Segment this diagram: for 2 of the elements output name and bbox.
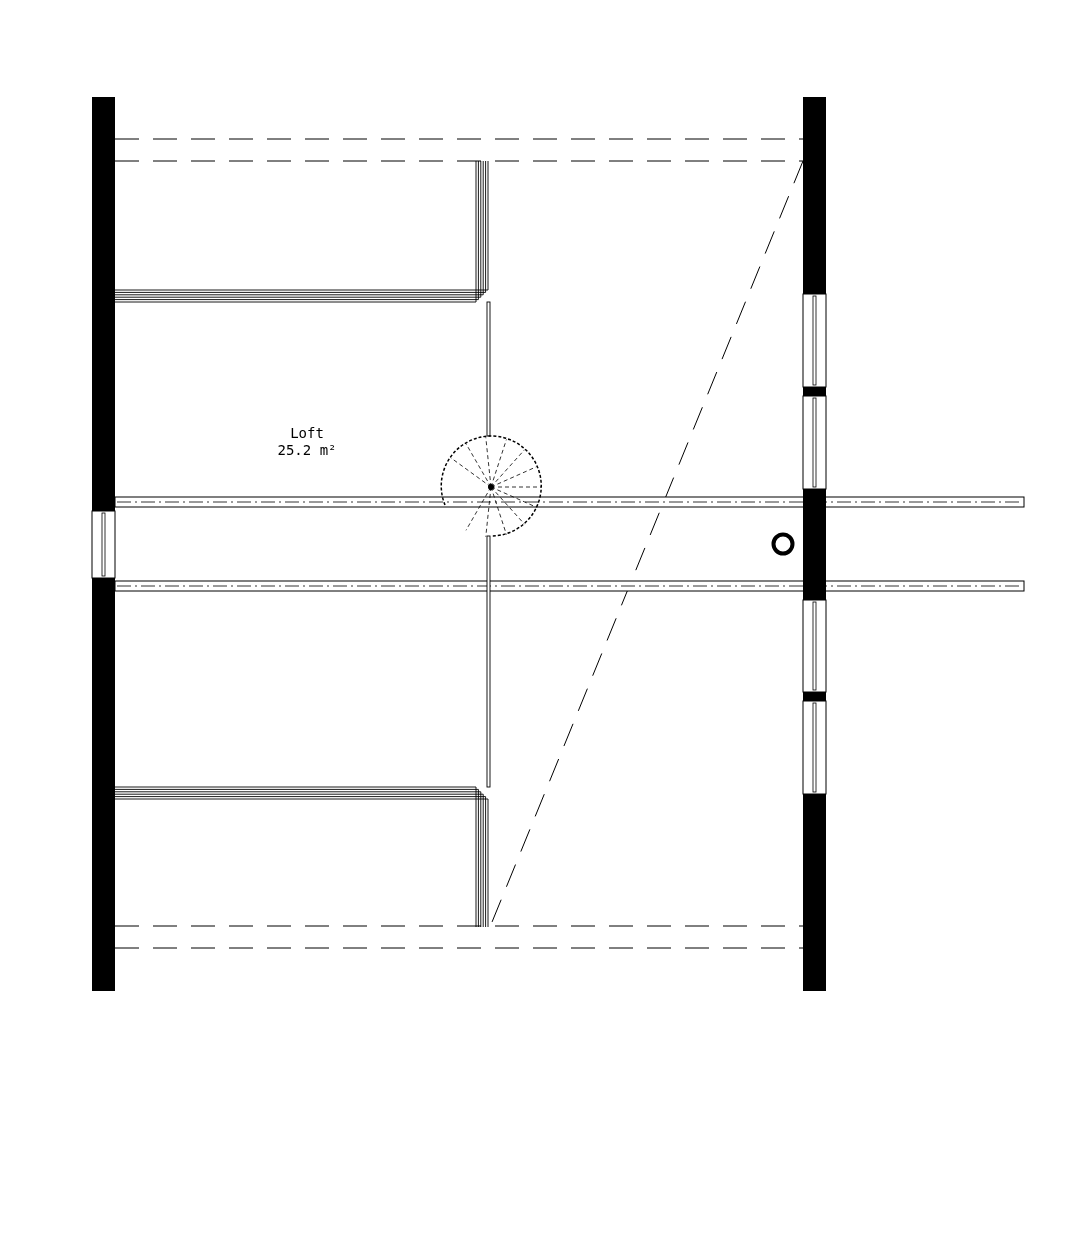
room-area: 25.2 m² [277, 442, 337, 458]
room-name: Loft [290, 425, 324, 441]
